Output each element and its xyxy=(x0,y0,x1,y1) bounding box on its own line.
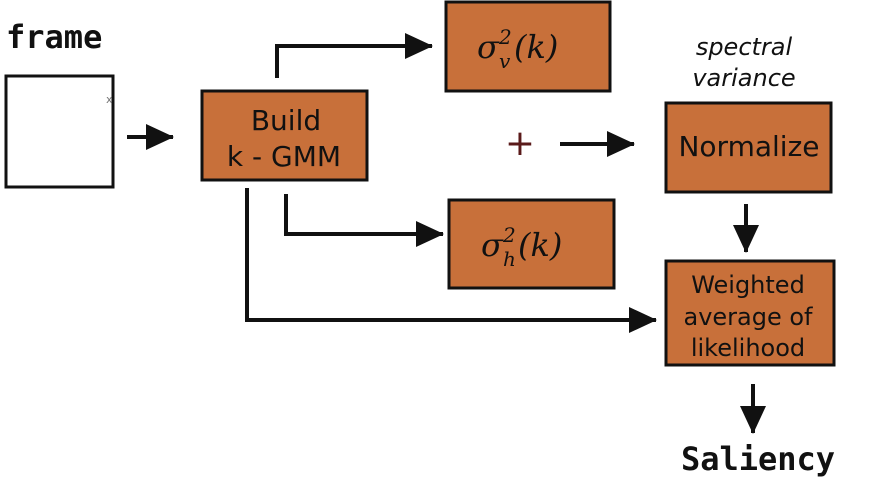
svg-text:2: 2 xyxy=(502,223,516,247)
sigma-v-sup: 2 xyxy=(498,25,512,49)
svg-text:h: h xyxy=(503,247,516,271)
weighted-average-box xyxy=(664,259,836,367)
weighted-line2: average of xyxy=(683,303,813,331)
svg-text:(k): (k) xyxy=(518,226,562,264)
weighted-line1: Weighted xyxy=(691,271,805,299)
build-gmm-line2: k - GMM xyxy=(227,140,341,173)
sigma-h-arg: (k) xyxy=(518,226,562,264)
sigma-h-box xyxy=(447,198,616,290)
frame-box xyxy=(4,74,115,189)
saliency-label: Saliency xyxy=(681,440,835,478)
sigma-v-sub: v xyxy=(499,49,511,73)
sigma-h-symbol: σ xyxy=(481,226,504,264)
arrow-build-to-sigma-h xyxy=(284,194,444,247)
weighted-line3: likelihood xyxy=(691,334,805,362)
sigma-v-box xyxy=(444,0,612,93)
frame-label: frame xyxy=(6,18,102,56)
svg-text:2: 2 xyxy=(498,25,512,49)
arrow-build-to-weighted xyxy=(245,188,657,333)
sigma-h-sub: h xyxy=(503,247,516,271)
normalize-label: Normalize xyxy=(678,130,819,163)
svg-text:v: v xyxy=(499,49,511,73)
spectral-variance-line2: variance xyxy=(692,64,795,92)
arrow-build-to-sigma-v xyxy=(275,33,433,78)
sigma-h-sup: 2 xyxy=(502,223,516,247)
sigma-v-formula: σ 2 v (k) xyxy=(477,25,558,73)
build-gmm-line1: Build xyxy=(251,104,321,137)
sigma-v-symbol: σ xyxy=(477,28,500,66)
plus-sign: + xyxy=(505,123,535,164)
sigma-h-formula: σ 2 h (k) xyxy=(481,223,562,271)
spectral-variance-line1: spectral xyxy=(696,33,793,61)
sigma-v-arg: (k) xyxy=(514,28,558,66)
frame-corner-mark: x xyxy=(106,93,113,106)
svg-text:σ: σ xyxy=(481,226,504,264)
build-gmm-box xyxy=(200,89,369,182)
svg-text:σ: σ xyxy=(477,28,500,66)
svg-text:(k): (k) xyxy=(514,28,558,66)
normalize-box xyxy=(664,101,833,194)
